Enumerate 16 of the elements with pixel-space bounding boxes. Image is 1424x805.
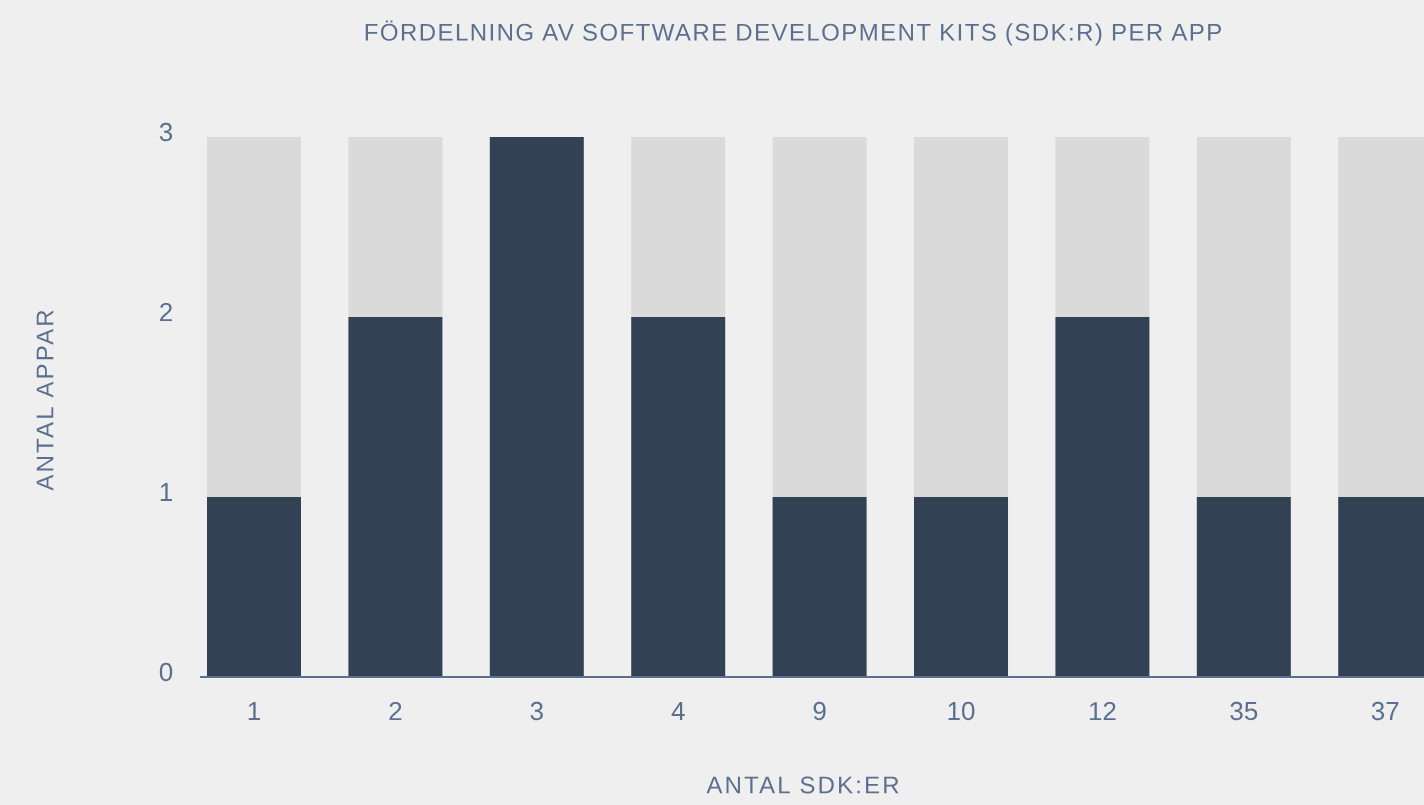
tick-label: 3 — [530, 701, 543, 721]
tick-label: 12 — [1089, 701, 1116, 721]
tick-label: 4 — [671, 702, 685, 720]
tick-label: 9 — [813, 701, 826, 721]
axis-title: ANTAL SDK:ER — [706, 776, 899, 794]
axis-title: ANTAL APPAR — [36, 310, 54, 491]
tick-label: 1 — [248, 702, 260, 720]
chart-title: FÖRDELNING AV SOFTWARE DEVELOPMENT KITS (SDK:R) PER APP — [365, 20, 1221, 46]
tick-label: 1 — [160, 483, 172, 501]
tick-label: 2 — [389, 701, 402, 721]
tick-label: 10 — [948, 701, 975, 721]
tick-label: 0 — [159, 662, 173, 682]
tick-label: 2 — [160, 302, 172, 322]
tick-label: 37 — [1371, 701, 1399, 721]
tick-label: 35 — [1230, 701, 1258, 721]
tick-label: 3 — [159, 122, 173, 142]
